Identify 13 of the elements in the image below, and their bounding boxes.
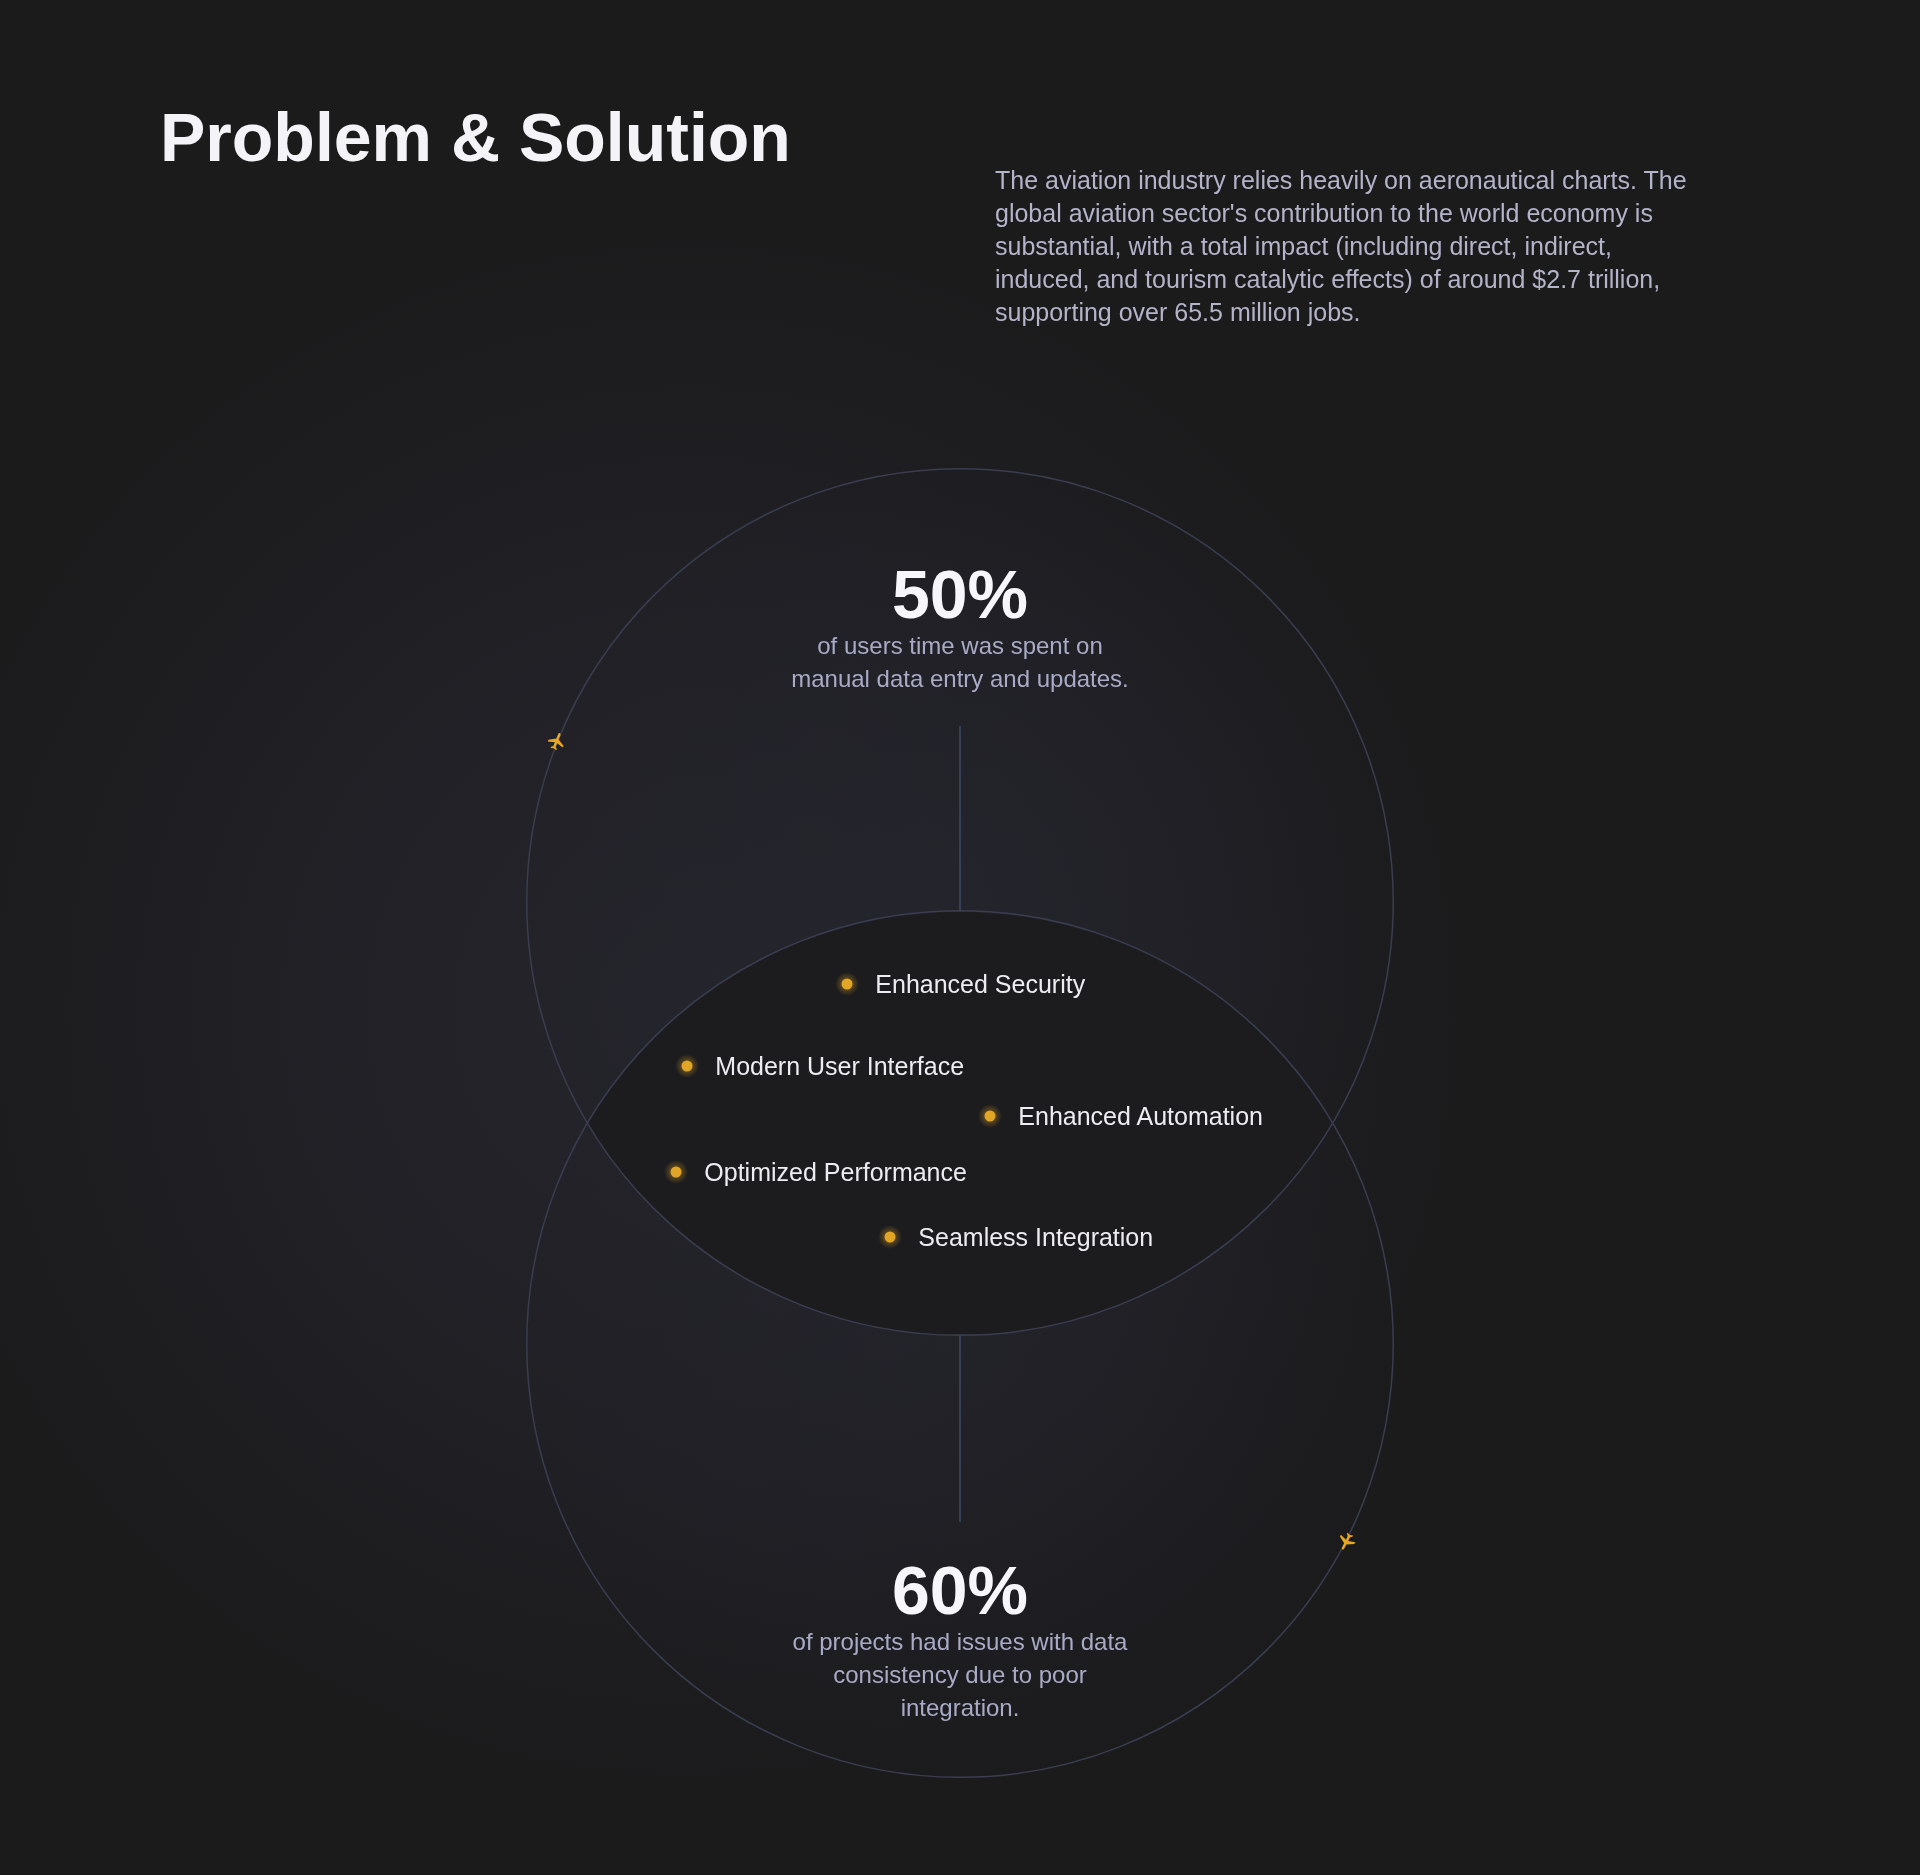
feature-text: Enhanced Automation xyxy=(1018,1100,1263,1132)
feature-text: Modern User Interface xyxy=(715,1050,965,1082)
stat-description: of projects had issues with data consistency due to poor integration. xyxy=(791,1627,1129,1723)
feature-text: Enhanced Security xyxy=(875,968,1086,1000)
stat-number: 60% xyxy=(891,1556,1029,1624)
stat-description: of users time was spent on manual data entry and updates. xyxy=(790,631,1130,694)
connector-line xyxy=(959,1333,961,1523)
feature-text: Optimized Performance xyxy=(704,1156,967,1188)
stat-number: 50% xyxy=(891,560,1029,628)
feature-text: Seamless Integration xyxy=(918,1221,1154,1253)
description-paragraph: The aviation industry relies heavily on aeronautical charts. The global aviation sector's contribution to the world economy is substantial, with a total impact (including direct, indirect, induced, and tourism catalytic effects) of around $2.7 trillion, supporting over 65.5 million jobs. xyxy=(995,165,1688,328)
title: Problem & Solution xyxy=(160,103,791,171)
connector-line xyxy=(959,725,961,913)
